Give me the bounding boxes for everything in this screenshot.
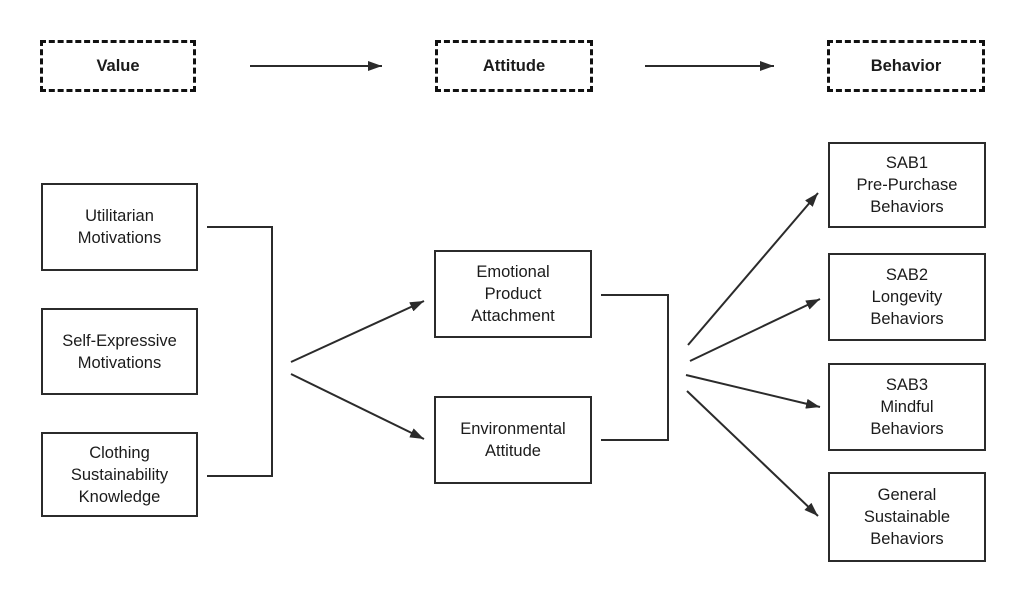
stage-box-value: Value xyxy=(40,40,196,92)
arrow-attitudes-to-sab1 xyxy=(687,192,819,346)
arrow-attitudes-to-sab2 xyxy=(689,298,821,362)
node-general-sustainable-behaviors: General Sustainable Behaviors xyxy=(828,472,986,562)
node-clothing-sustainability-knowledge: Clothing Sustainability Knowledge xyxy=(41,432,198,517)
arrow-values-to-environmental xyxy=(290,373,425,440)
arrow-attitudes-to-sab3 xyxy=(685,374,821,409)
value-collector-bracket xyxy=(207,226,273,477)
node-sab3-mindful-behaviors: SAB3 Mindful Behaviors xyxy=(828,363,986,451)
arrow-attitudes-to-general xyxy=(686,390,819,517)
node-utilitarian-motivations: Utilitarian Motivations xyxy=(41,183,198,271)
node-environmental-attitude: Environmental Attitude xyxy=(434,396,592,484)
stage-box-attitude: Attitude xyxy=(435,40,593,92)
attitude-collector-bracket xyxy=(601,294,669,441)
arrow-values-to-emotional xyxy=(290,300,425,363)
stage-box-behavior: Behavior xyxy=(827,40,985,92)
node-sab2-longevity-behaviors: SAB2 Longevity Behaviors xyxy=(828,253,986,341)
node-emotional-product-attachment: Emotional Product Attachment xyxy=(434,250,592,338)
node-sab1-pre-purchase-behaviors: SAB1 Pre-Purchase Behaviors xyxy=(828,142,986,228)
node-self-expressive-motivations: Self-Expressive Motivations xyxy=(41,308,198,395)
